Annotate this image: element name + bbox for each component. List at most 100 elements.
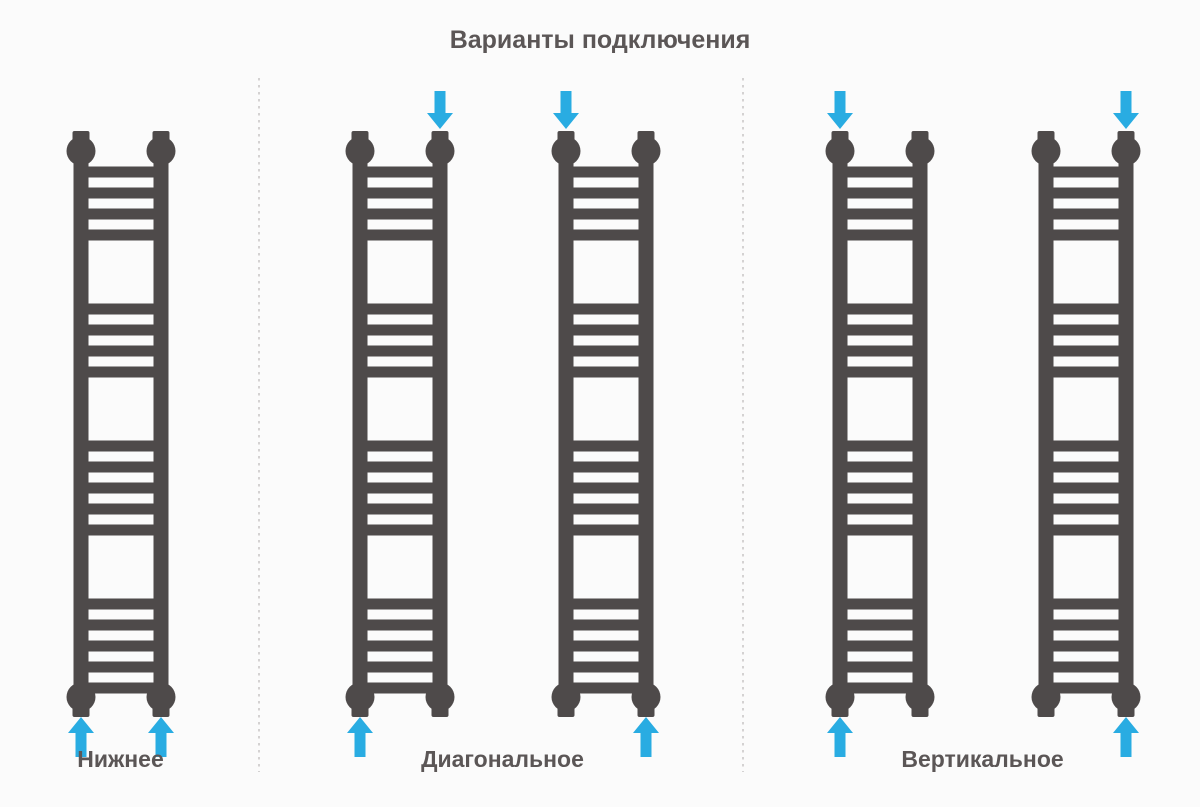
rung bbox=[355, 324, 444, 336]
rung bbox=[355, 345, 444, 357]
bottom-fitting-cap bbox=[831, 703, 848, 717]
rung bbox=[355, 461, 444, 473]
rung bbox=[835, 345, 924, 357]
rung bbox=[355, 682, 444, 694]
rail bbox=[558, 143, 573, 703]
rung bbox=[355, 440, 444, 452]
rung bbox=[355, 482, 444, 494]
top-fitting bbox=[905, 136, 934, 166]
bottom-fitting-cap bbox=[431, 703, 448, 717]
rung bbox=[835, 187, 924, 199]
rung bbox=[835, 682, 924, 694]
inlet-arrow-down-icon bbox=[1112, 91, 1139, 129]
rung bbox=[355, 619, 444, 631]
bottom-fitting-cap bbox=[152, 703, 169, 717]
rung bbox=[561, 682, 650, 694]
rung bbox=[561, 661, 650, 673]
bottom-fitting-cap bbox=[911, 703, 928, 717]
rung bbox=[561, 619, 650, 631]
rung bbox=[76, 640, 165, 652]
rung bbox=[355, 303, 444, 315]
top-fitting bbox=[631, 136, 660, 166]
rung bbox=[561, 503, 650, 515]
bottom-fitting-cap bbox=[1117, 703, 1134, 717]
rung bbox=[561, 640, 650, 652]
inlet-arrow-up-icon bbox=[1112, 717, 1139, 757]
rung bbox=[561, 366, 650, 378]
inlet-arrow-down-icon bbox=[826, 91, 853, 129]
radiator-row bbox=[0, 85, 241, 785]
rung bbox=[561, 208, 650, 220]
variant-section-bottom: Нижнее bbox=[0, 85, 261, 785]
rung bbox=[1041, 440, 1130, 452]
rung bbox=[561, 461, 650, 473]
inlet-arrow-up-icon bbox=[826, 717, 853, 757]
rung bbox=[355, 229, 444, 241]
section-divider bbox=[742, 78, 744, 772]
bottom-fitting-cap bbox=[1037, 703, 1054, 717]
inlet-arrow-up-icon bbox=[346, 717, 373, 757]
variant-label: Вертикальное bbox=[901, 746, 1064, 772]
rung bbox=[561, 187, 650, 199]
rung bbox=[76, 503, 165, 515]
rung bbox=[561, 324, 650, 336]
rung bbox=[835, 229, 924, 241]
inlet-arrow-down-icon bbox=[552, 91, 579, 129]
top-fitting bbox=[146, 136, 175, 166]
rung bbox=[835, 366, 924, 378]
rung bbox=[1041, 187, 1130, 199]
rung bbox=[76, 208, 165, 220]
variant-label: Нижнее bbox=[77, 746, 164, 772]
rung bbox=[76, 229, 165, 241]
rung bbox=[561, 229, 650, 241]
rail bbox=[73, 143, 88, 703]
rung bbox=[355, 187, 444, 199]
rung bbox=[355, 503, 444, 515]
rung bbox=[76, 619, 165, 631]
rung bbox=[355, 598, 444, 610]
rung bbox=[1041, 324, 1130, 336]
rung bbox=[76, 524, 165, 536]
rung bbox=[355, 166, 444, 178]
rung bbox=[76, 187, 165, 199]
rung bbox=[76, 598, 165, 610]
rung bbox=[76, 303, 165, 315]
rung bbox=[1041, 208, 1130, 220]
inlet-arrow-down-icon bbox=[426, 91, 453, 129]
rung bbox=[561, 440, 650, 452]
rail bbox=[912, 143, 927, 703]
rung bbox=[1041, 619, 1130, 631]
rail bbox=[153, 143, 168, 703]
rung bbox=[835, 661, 924, 673]
rung bbox=[355, 208, 444, 220]
rung bbox=[76, 324, 165, 336]
top-fitting bbox=[1031, 136, 1060, 166]
inlet-arrow-up-icon bbox=[67, 717, 94, 757]
top-fitting bbox=[551, 136, 580, 166]
section-divider bbox=[258, 78, 260, 772]
rung bbox=[561, 166, 650, 178]
rung bbox=[835, 208, 924, 220]
rung bbox=[76, 682, 165, 694]
rung bbox=[76, 661, 165, 673]
rung bbox=[835, 524, 924, 536]
diagram-title: Варианты подключения bbox=[449, 26, 751, 54]
rail bbox=[352, 143, 367, 703]
towel-rail-diagram bbox=[800, 85, 960, 785]
rung bbox=[1041, 503, 1130, 515]
radiator-row bbox=[765, 85, 1200, 785]
rail bbox=[1118, 143, 1133, 703]
rail bbox=[432, 143, 447, 703]
rung bbox=[355, 524, 444, 536]
rung bbox=[561, 345, 650, 357]
rung bbox=[835, 503, 924, 515]
rung bbox=[355, 640, 444, 652]
rung bbox=[76, 345, 165, 357]
rung bbox=[355, 661, 444, 673]
bottom-fitting-cap bbox=[637, 703, 654, 717]
top-fitting bbox=[66, 136, 95, 166]
rung bbox=[835, 303, 924, 315]
radiator-row bbox=[261, 85, 744, 785]
rung bbox=[835, 440, 924, 452]
rung bbox=[1041, 640, 1130, 652]
